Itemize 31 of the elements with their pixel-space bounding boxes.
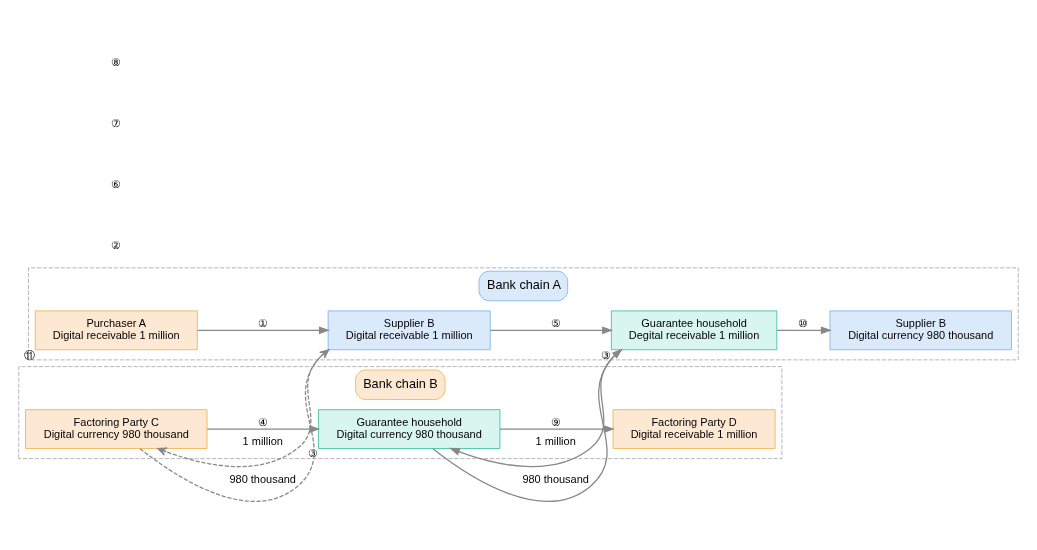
edge-label: ④: [257, 416, 268, 429]
label: ②: [111, 238, 122, 251]
edge-label: ①: [257, 317, 268, 330]
node-box: Purchaser A Digital receivable 1 million: [34, 310, 198, 351]
edge-label: 1 million: [535, 435, 576, 448]
arrow: [489, 326, 614, 335]
node-label: ③: [600, 348, 611, 361]
edge-label: ⑤: [550, 317, 561, 330]
arrow: [776, 326, 832, 335]
arrow: [206, 425, 321, 433]
node-box: Factoring Party D Digital receivable 1 million: [612, 409, 776, 449]
arrow: [157, 349, 330, 468]
edge-label: 980 thousand: [522, 473, 589, 486]
arrow: [139, 349, 330, 502]
node-box: Factoring Party C Digital currency 980 thousand: [25, 409, 208, 449]
edge-label: ⑨: [550, 416, 561, 429]
label: ⑦: [111, 117, 122, 130]
node-box: Guarantee household Degital receivable 1 million: [610, 310, 778, 351]
node-box: Supplier B Digital currency 980 thousand: [829, 310, 1012, 351]
arrow: [499, 425, 615, 433]
node-box: Supplier B Digital receivable 1 million: [327, 310, 491, 351]
arrow: [196, 326, 330, 335]
edge-label: 1 million: [242, 435, 283, 448]
arrow: [432, 348, 623, 502]
label: ⑧: [111, 56, 122, 69]
node-box: Guarantee household Digital currency 980 thousand: [318, 409, 501, 449]
edge-label: 980 thousand: [229, 473, 296, 486]
label: ⑥: [111, 178, 122, 190]
node-label: ③: [307, 447, 318, 460]
edge-label: ⑩: [798, 317, 809, 330]
arrow: [449, 349, 623, 468]
